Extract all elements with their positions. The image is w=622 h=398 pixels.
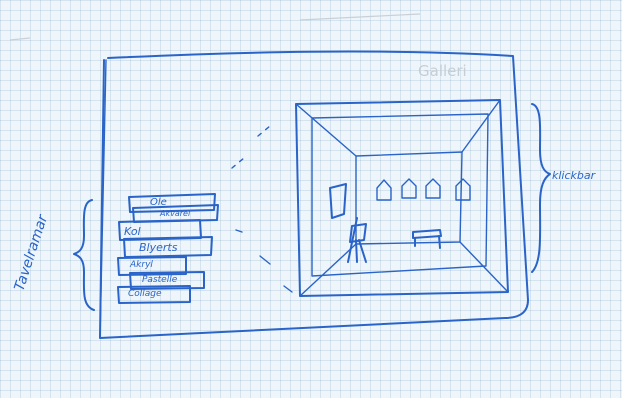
faint-mark — [10, 38, 30, 40]
wall-frame[interactable] — [456, 179, 470, 200]
frame-label-pastelle[interactable]: Pastelle — [142, 276, 177, 285]
connector-dash — [258, 126, 270, 136]
frame-label-akryl[interactable]: Akryl — [130, 261, 153, 270]
side-wall-painting[interactable] — [330, 184, 346, 218]
right-brace — [532, 104, 550, 272]
perspective-line — [296, 104, 356, 156]
connector-dash — [236, 230, 242, 232]
perspective-line — [462, 100, 500, 152]
bench-icon — [413, 230, 441, 248]
connector-dash — [260, 256, 270, 264]
left-brace — [74, 200, 94, 310]
wall-frame[interactable] — [377, 180, 391, 200]
faint-header: Galleri — [418, 64, 467, 79]
faint-mark — [300, 14, 420, 20]
frame-label-akvarel[interactable]: Akvarel — [160, 210, 190, 218]
frame-label-kol[interactable]: Kol — [124, 226, 141, 237]
frame-label-ole[interactable]: Ole — [150, 198, 167, 208]
frame-label-collage[interactable]: Collage — [128, 290, 162, 299]
frame-label-blyerts[interactable]: Blyerts — [139, 242, 177, 253]
connector-dash — [232, 158, 244, 168]
perspective-line — [300, 244, 356, 296]
easel-icon — [348, 218, 366, 262]
wall-frame[interactable] — [402, 179, 416, 198]
wall-frame[interactable] — [426, 179, 440, 198]
connector-dash — [284, 286, 292, 292]
side-label-klickbar: klickbar — [552, 170, 595, 181]
